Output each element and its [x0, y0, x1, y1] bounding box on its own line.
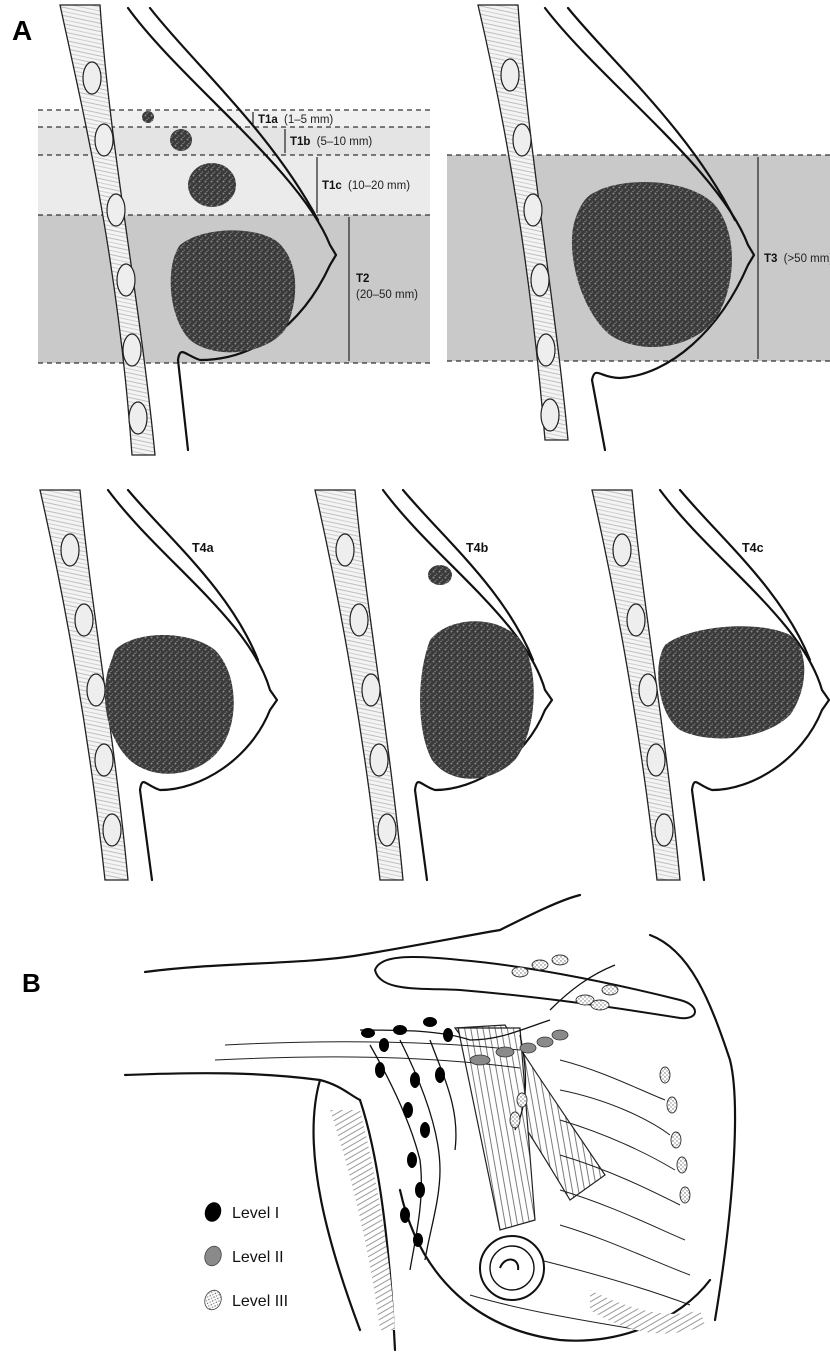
axillary-diagram: Level I Level II Level III: [125, 895, 735, 1350]
legend: Level I Level II Level III: [202, 1200, 288, 1312]
panel-b-letter: B: [22, 968, 41, 998]
t4a-diagram: T4a: [40, 490, 277, 880]
legend-label-level-ii: Level II: [232, 1249, 284, 1266]
tumor-t1a: [142, 111, 154, 123]
label-t3: T3 (>50 mm): [764, 253, 830, 265]
label-t2-code: T2: [356, 273, 369, 285]
tumor-t1c: [188, 163, 236, 207]
legend-swatch-level-ii: [202, 1244, 224, 1268]
tumor-t2: [171, 230, 296, 352]
label-t1c-code: T1c: [322, 180, 342, 192]
label-t1b-code: T1b: [290, 136, 310, 148]
top-left-diagram: T1a (1–5 mm) T1b (5–10 mm) T1c (10–20 mm…: [38, 5, 430, 455]
tumor-t4a: [105, 635, 234, 774]
label-t1a-range: (1–5 mm): [284, 114, 333, 126]
label-t1a: T1a (1–5 mm): [258, 114, 333, 126]
label-t4b: T4b: [466, 541, 489, 555]
legend-label-level-i: Level I: [232, 1205, 279, 1222]
label-t4c: T4c: [742, 541, 764, 555]
panel-a-letter: A: [12, 15, 32, 46]
label-t2-range: (20–50 mm): [356, 289, 418, 301]
t4b-diagram: T4b: [315, 490, 552, 880]
label-t1c: T1c (10–20 mm): [322, 180, 410, 192]
tumor-t4c: [658, 626, 804, 738]
label-t1b-range: (5–10 mm): [317, 136, 373, 148]
tumor-t4b: [420, 621, 534, 779]
legend-swatch-level-iii: [202, 1288, 224, 1312]
legend-label-level-iii: Level III: [232, 1293, 288, 1310]
tumor-t1b: [170, 129, 192, 151]
legend-swatch-level-i: [202, 1200, 224, 1224]
label-t3-code: T3: [764, 253, 777, 265]
top-right-diagram: T3 (>50 mm): [447, 5, 830, 450]
label-t1b: T1b (5–10 mm): [290, 136, 372, 148]
tumor-t4b-skin-nodule: [428, 565, 452, 585]
label-t1c-range: (10–20 mm): [348, 180, 410, 192]
t4c-diagram: T4c: [592, 490, 829, 880]
label-t1a-code: T1a: [258, 114, 278, 126]
label-t4a: T4a: [192, 541, 215, 555]
label-t3-range: (>50 mm): [784, 253, 830, 265]
